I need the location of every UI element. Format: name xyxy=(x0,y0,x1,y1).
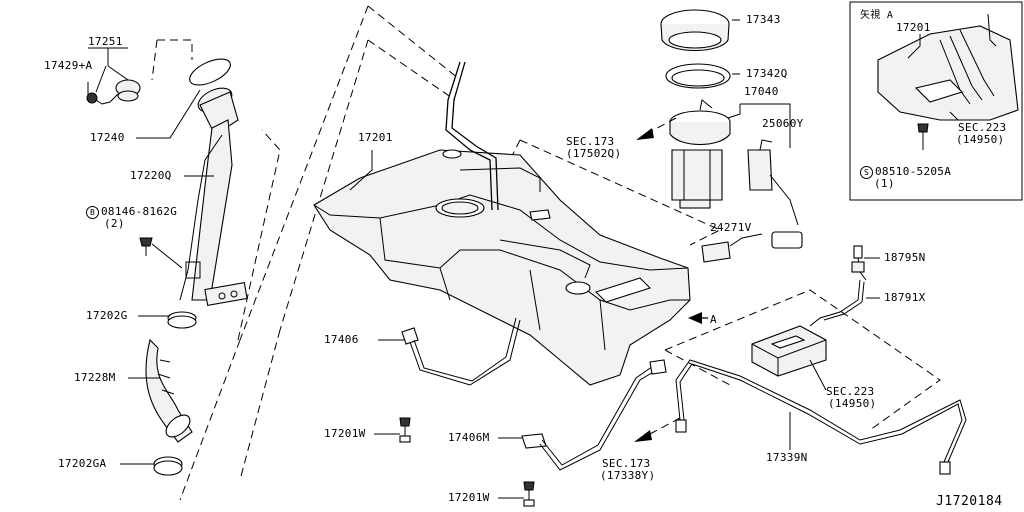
hose-17228m xyxy=(145,338,193,443)
label-bolt-qty: (2) xyxy=(104,217,125,230)
label-sec223-a-ref: (14950) xyxy=(828,397,877,410)
label-17339n: 17339N xyxy=(766,451,808,464)
sender-25060y xyxy=(747,139,803,249)
inset-label-sec223: SEC.223 xyxy=(958,121,1007,134)
fuel-tank-17201 xyxy=(313,149,691,386)
inset-label-sec223-ref: (14950) xyxy=(956,133,1005,146)
filler-tube-17220q xyxy=(179,119,248,306)
strap-17406m xyxy=(521,359,667,471)
tube-17339n xyxy=(675,359,967,475)
filler-cap-17251 xyxy=(86,79,141,105)
insulator-24271v xyxy=(701,241,731,263)
label-25060y: 25060Y xyxy=(762,117,804,130)
label-17343: 17343 xyxy=(746,13,781,26)
label-24271v: 24271V xyxy=(710,221,752,234)
arrow-view-a xyxy=(688,312,708,324)
harness-18791x xyxy=(809,279,865,327)
label-17040: 17040 xyxy=(744,85,779,98)
diagram-reference: J1720184 xyxy=(936,494,1003,509)
label-17342q: 17342Q xyxy=(746,67,788,80)
label-sec173-a: SEC.173 xyxy=(566,135,615,148)
label-18791x: 18791X xyxy=(884,291,926,304)
clamp-17202ga xyxy=(153,456,183,476)
label-17201w-b: 17201W xyxy=(448,491,490,504)
canister-sec223 xyxy=(751,325,827,377)
inset-label-17201: 17201 xyxy=(896,21,931,34)
clamp-17202g xyxy=(167,311,197,329)
canister-group-outline xyxy=(664,289,941,431)
label-view-a: A xyxy=(710,313,717,326)
label-17406: 17406 xyxy=(324,333,359,346)
vent-tube xyxy=(445,61,499,211)
inset-label-screw-qty: (1) xyxy=(874,177,895,190)
strap-17406 xyxy=(401,317,521,386)
label-17406m: 17406M xyxy=(448,431,490,444)
label-18795n: 18795N xyxy=(884,251,926,264)
arrow-sec173-a xyxy=(636,117,677,140)
filler-group-outline xyxy=(151,5,459,501)
label-17202ga: 17202GA xyxy=(58,457,107,470)
screw-symbol: S xyxy=(860,166,873,179)
screw-code: 08510-5205A xyxy=(875,165,952,178)
pump-module-17040 xyxy=(669,99,731,209)
bolt-08146 xyxy=(139,237,183,269)
arrow-sec173-b xyxy=(634,417,681,442)
label-sec223-a: SEC.223 xyxy=(826,385,875,398)
inset-title: 矢視 A xyxy=(860,10,894,21)
label-17220q: 17220Q xyxy=(130,169,172,182)
label-17201w-a: 17201W xyxy=(324,427,366,440)
label-17429a: 17429+A xyxy=(44,59,93,72)
label-sec173-b-ref: (17338Y) xyxy=(600,469,656,482)
label-sec173-b: SEC.173 xyxy=(602,457,651,470)
label-17202g: 17202G xyxy=(86,309,128,322)
label-17251: 17251 xyxy=(88,35,123,48)
filler-neck-17240 xyxy=(189,58,239,136)
label-17228m: 17228M xyxy=(74,371,116,384)
seal-17342q xyxy=(665,63,731,89)
label-17201: 17201 xyxy=(358,131,393,144)
bolt-17201w-a xyxy=(399,417,411,443)
bolt-17201w-b xyxy=(523,481,535,507)
inset-view-a xyxy=(849,1,1023,201)
label-17240: 17240 xyxy=(90,131,125,144)
leader-lines xyxy=(88,19,959,499)
sensor-18795n xyxy=(851,245,867,281)
label-sec173-a-ref: (17502Q) xyxy=(566,147,622,160)
bolt-symbol: B xyxy=(86,206,99,219)
bolt-code: 08146-8162G xyxy=(101,205,178,218)
lock-ring-17343 xyxy=(660,9,730,52)
